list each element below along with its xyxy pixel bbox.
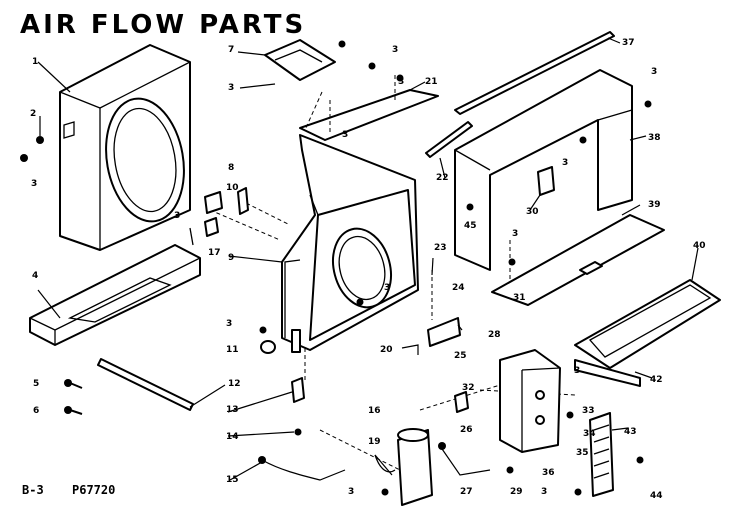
label-37: 37	[622, 38, 635, 48]
label-1: 1	[32, 57, 38, 67]
label-3j: 3	[512, 229, 518, 239]
label-42: 42	[650, 375, 663, 385]
part-22-rod	[425, 121, 473, 158]
label-7: 7	[228, 45, 234, 55]
label-3h: 3	[651, 67, 657, 77]
label-39: 39	[648, 200, 661, 210]
label-32: 32	[462, 383, 475, 393]
part-38-cabinet	[454, 69, 633, 271]
label-27: 27	[460, 487, 473, 497]
label-43: 43	[624, 427, 637, 437]
part-1-shroud	[59, 44, 191, 251]
part-13-bracket	[291, 377, 305, 403]
diagram-title: AIR FLOW PARTS	[20, 10, 306, 40]
label-13: 13	[226, 405, 239, 415]
label-44: 44	[650, 491, 663, 501]
part-11-bushing	[260, 340, 276, 354]
label-36: 36	[542, 468, 555, 478]
part-12-rod	[97, 358, 194, 411]
label-29: 29	[510, 487, 523, 497]
label-3k: 3	[384, 283, 390, 293]
part-25-clip	[427, 317, 461, 347]
label-3e: 3	[342, 130, 348, 140]
label-16: 16	[368, 406, 381, 416]
label-45: 45	[464, 221, 477, 231]
label-2: 2	[30, 109, 36, 119]
label-19: 19	[368, 437, 381, 447]
label-21: 21	[425, 77, 438, 87]
part-19-wire	[374, 454, 396, 473]
part-15-cord	[258, 456, 346, 481]
label-9: 9	[228, 253, 234, 263]
label-5: 5	[33, 379, 39, 389]
part-9-partition	[281, 134, 419, 353]
screw-5	[64, 379, 83, 389]
label-38: 38	[648, 133, 661, 143]
label-3d: 3	[398, 77, 404, 87]
label-20: 20	[380, 345, 393, 355]
part-4-base-pan	[29, 244, 201, 346]
part-42-tray	[574, 359, 641, 387]
label-3g: 3	[226, 319, 232, 329]
label-4: 4	[32, 271, 38, 281]
part-40-tray	[574, 279, 721, 369]
part-26-bracket	[454, 391, 469, 413]
label-3a: 3	[31, 179, 37, 189]
label-17: 17	[208, 248, 221, 258]
page-ref: B-3	[22, 483, 44, 497]
part-control-box	[499, 349, 561, 453]
part-39-bottom-plate	[491, 214, 665, 306]
label-34: 34	[583, 429, 596, 439]
part-37-strip	[454, 31, 615, 115]
label-40: 40	[693, 241, 706, 251]
label-26: 26	[460, 425, 473, 435]
label-30: 30	[526, 207, 539, 217]
label-14: 14	[226, 432, 239, 442]
label-3m: 3	[541, 487, 547, 497]
part-number-labels: 1 2 3 4 5 6 7 3 3 3 3 8 9 10 17 3 3 11 1…	[30, 38, 706, 501]
label-22: 22	[436, 173, 449, 183]
part-21-top-plate	[299, 89, 439, 141]
screw-6	[64, 406, 83, 415]
label-15: 15	[226, 475, 239, 485]
part-17-switch	[189, 217, 219, 246]
part-27-wire	[438, 442, 491, 476]
part-10-switch	[204, 191, 223, 214]
label-24: 24	[452, 283, 465, 293]
label-3f: 3	[174, 211, 180, 221]
part-8-clip	[237, 187, 249, 215]
label-35: 35	[576, 448, 589, 458]
part-20-hinge	[401, 344, 419, 355]
label-8: 8	[228, 163, 234, 173]
drawing-code: P67720	[72, 483, 115, 497]
label-11: 11	[226, 345, 239, 355]
label-3l: 3	[574, 366, 580, 376]
label-3i: 3	[562, 158, 568, 168]
label-12: 12	[228, 379, 241, 389]
label-28: 28	[488, 330, 501, 340]
part-43-grille	[589, 412, 614, 497]
label-31: 31	[513, 293, 526, 303]
label-10: 10	[226, 183, 239, 193]
label-6: 6	[33, 406, 39, 416]
label-23: 23	[434, 243, 447, 253]
screw-14	[294, 428, 302, 436]
part-7-bracket	[264, 39, 336, 81]
leader-lines	[37, 37, 699, 481]
screws	[20, 40, 652, 496]
label-3b: 3	[228, 83, 234, 93]
label-25: 25	[454, 351, 467, 361]
label-3n: 3	[348, 487, 354, 497]
label-33: 33	[582, 406, 595, 416]
label-3c: 3	[392, 45, 398, 55]
